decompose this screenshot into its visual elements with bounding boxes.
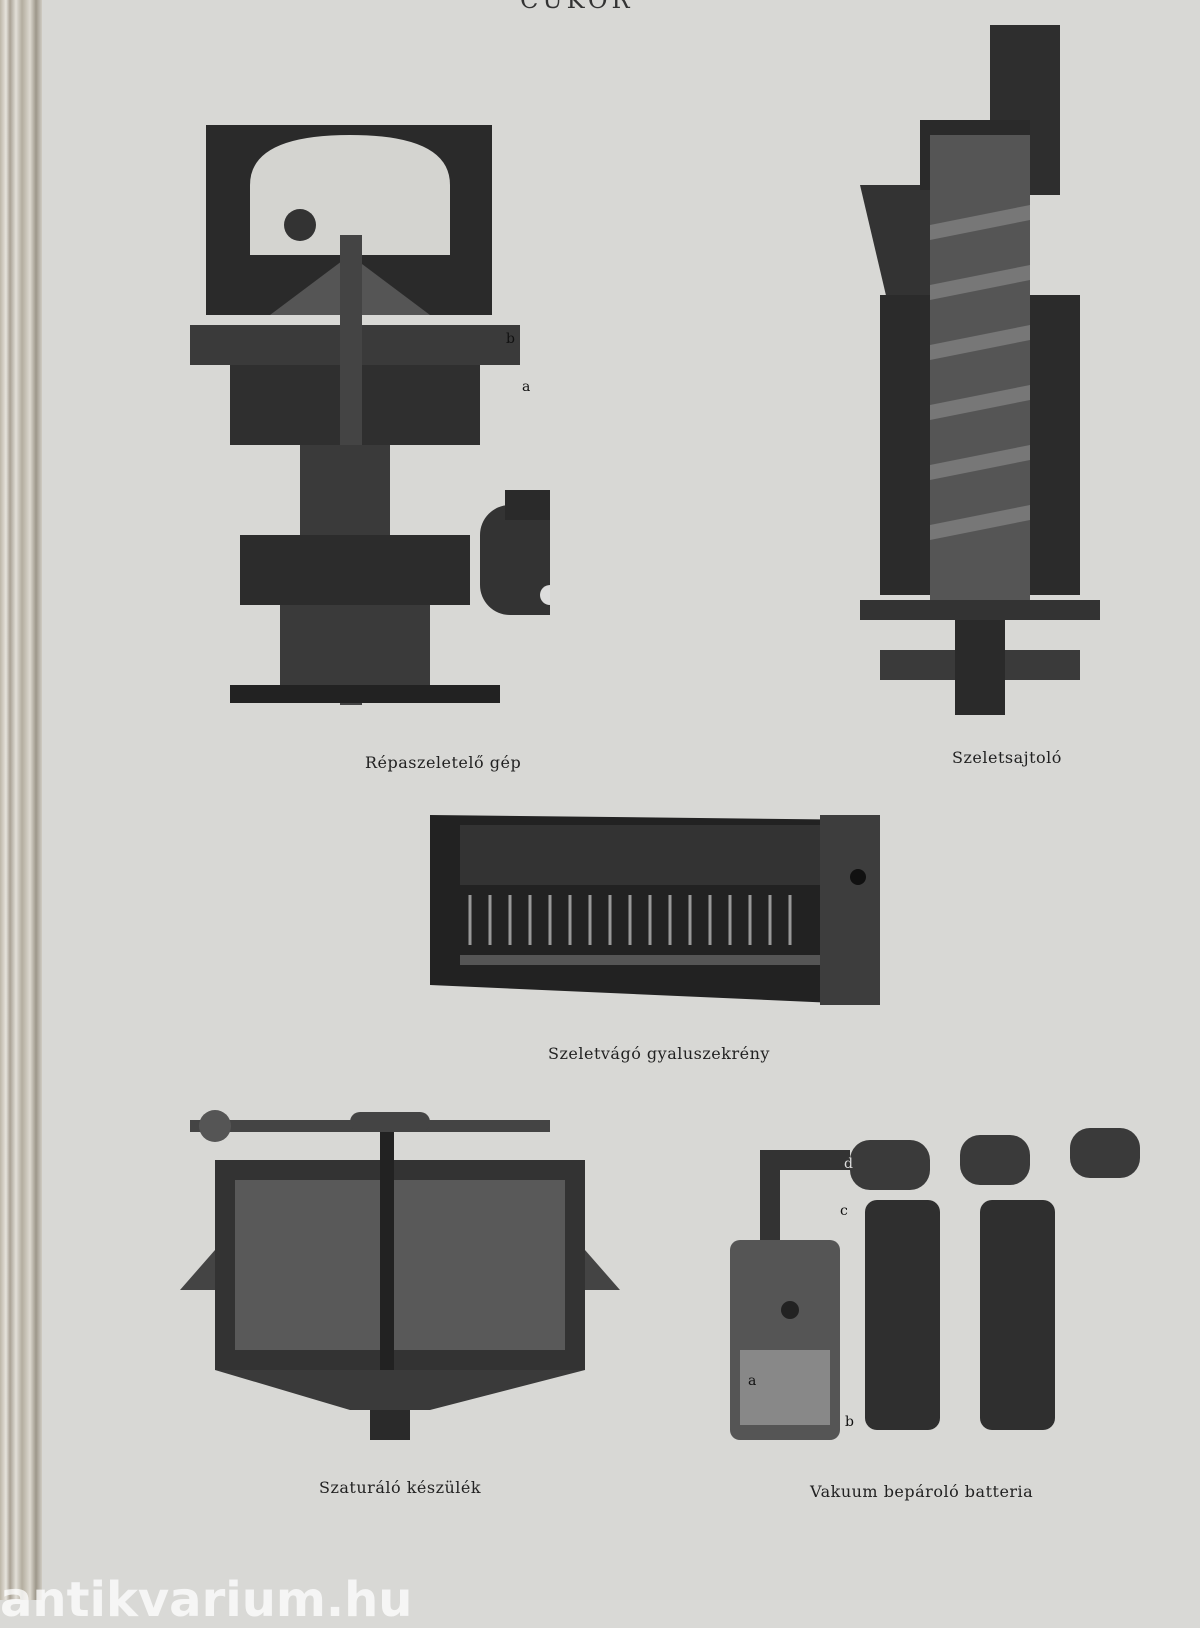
label-c: c <box>840 1203 848 1219</box>
caption-cutter-box: Szeletvágó gyaluszekrény <box>548 1044 770 1063</box>
caption-beet-slicing-machine: Répaszeletelő gép <box>365 753 522 772</box>
figure-cutter-box <box>430 815 880 1005</box>
caption-pulp-press: Szeletsajtoló <box>952 748 1062 767</box>
figure-beet-slicing-machine: b a <box>190 125 550 705</box>
label-a: a <box>522 379 530 395</box>
caption-carbonation-apparatus: Szaturáló készülék <box>319 1478 482 1497</box>
watermark: antikvarium.hu <box>0 1572 413 1628</box>
figure-pulp-press <box>860 25 1100 715</box>
caption-vacuum-evaporator-battery: Vakuum bepároló batteria <box>810 1482 1034 1501</box>
label-a: a <box>748 1373 756 1389</box>
label-d: d <box>844 1156 853 1172</box>
figure-vacuum-evaporator-battery: a b c d <box>730 1128 1140 1440</box>
running-title: CUKOR <box>520 0 634 14</box>
book-spine-edge <box>0 0 42 1600</box>
figure-carbonation-apparatus <box>180 1110 620 1440</box>
label-b: b <box>845 1414 854 1430</box>
label-b: b <box>506 331 515 347</box>
